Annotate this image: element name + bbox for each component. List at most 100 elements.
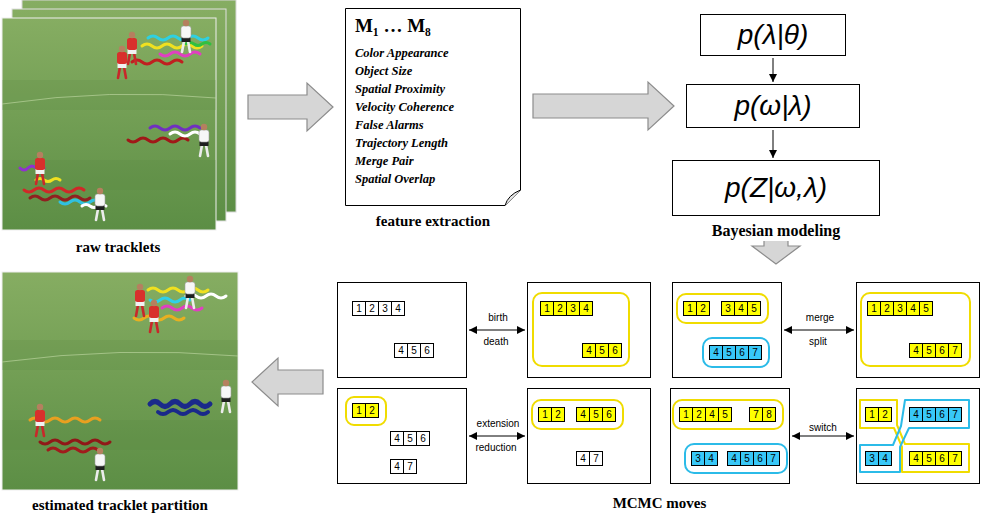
tracklet-cell: 4 [390,431,404,446]
feature-item: Object Size [355,62,412,80]
partition-outline [677,294,768,323]
raw-tracklet-frames [2,80,216,110]
caption: raw tracklets [76,238,161,256]
tracklet-number: 7 [949,452,961,465]
raw-tracklets [60,200,100,204]
tracklet-cell: 5 [595,343,609,358]
tracklet-number: 4 [710,346,722,359]
tracklet-number: 1 [353,302,365,315]
tracklet-number: 2 [697,302,709,315]
document-heading: M₁ … M₈ [355,14,431,38]
connector-arrow [469,436,525,437]
tracklet-number: 6 [936,408,948,421]
caption: estimated tracklet partition [32,496,208,514]
estimated-tracklets [148,288,208,292]
players [135,284,145,316]
move-state-box: 1245647 [337,388,467,484]
tracklet-cell: 7 [403,459,417,474]
raw-tracklets [148,36,208,40]
field-image: raw tracklets [0,0,236,232]
feature-item: False Alarms [355,116,424,134]
tracklet-number: 4 [706,408,718,421]
move-state-box: 124567344567 [856,388,980,484]
tracklet-cell: 7 [749,407,763,422]
feature-item: Trajectory Length [355,134,448,152]
move-label-holder: merge split [804,306,834,354]
tracklet-cell: 6 [935,407,949,422]
tracklet-number: 7 [590,452,602,465]
tracklet-number: 7 [749,346,761,359]
players [149,300,159,332]
tracklet-number: 3 [722,302,734,315]
section-caption: Bayesian modeling [708,221,844,241]
tracklet-number: 5 [408,344,420,357]
raw-tracklets [150,126,200,130]
block-arrow [248,83,333,131]
mcmc-moves-area: MCMC moves123445612344561234545671234545… [335,276,984,488]
feature-item: Spatial Overlap [355,170,435,188]
partition-outline [533,293,629,366]
tracklet-cell: 2 [553,301,567,316]
tracklet-cell: 7 [748,345,762,360]
tracklet-number: 3 [894,302,906,315]
tracklet-cell: 4 [579,301,593,316]
feature-item: Merge Pair [355,152,414,170]
tracklet-cell: 6 [608,343,622,358]
tracklet-number: 4 [879,452,891,465]
tracklet-cell: 4 [576,407,590,422]
move-state-box: 1234456 [527,282,651,378]
tracklet-number: 5 [741,452,753,465]
field-image: estimated tracklet partition [0,272,240,490]
tracklet-cell: 5 [747,301,761,316]
caption: MCMC moves [613,494,707,512]
tracklet-cell: 2 [365,301,379,316]
estimated-partition-frame [2,340,238,370]
tracklet-cell: 4 [727,451,741,466]
connector-arrow [773,58,774,82]
raw-tracklets [30,196,90,200]
players [35,276,231,480]
tracklet-cell: 4 [709,345,723,360]
tracklet-cell: 4 [582,343,596,358]
move-state-box: 124578344567 [670,388,790,484]
block-arrow [533,82,674,130]
tracklet-cell: 4 [391,301,405,316]
tracklet-number: 6 [736,346,748,359]
tracklet-cell: 1 [352,301,366,316]
partition-outline [346,293,970,473]
tracklet-cell: 5 [922,407,936,422]
tracklet-cell: 2 [880,301,894,316]
feature-item: Color Appearance [355,44,449,62]
tracklet-cell: 4 [909,407,923,422]
estimated-tracklets [158,410,208,414]
tracklet-number: 8 [763,408,775,421]
tracklet-cell: 5 [718,407,732,422]
partition-outline [673,400,787,473]
tracklet-number: 3 [379,302,391,315]
caption: feature extraction [376,212,490,230]
tracklet-number: 1 [868,302,880,315]
tracklet-cell: 6 [735,345,749,360]
players [199,124,209,156]
feature-item: Spatial Proximity [355,80,445,98]
tracklet-number: 4 [907,302,919,315]
tracklet-cell: 1 [683,301,697,316]
players [181,20,191,52]
block-arrow [252,358,323,406]
tracklet-cell: 6 [753,451,767,466]
tracklet-cell: 3 [893,301,907,316]
tracklet-number: 2 [366,302,378,315]
tracklet-cell: 5 [407,343,421,358]
partition-outline [673,400,783,429]
probability-box: p(Z|ω,λ) [672,160,880,216]
estimated-tracklets [48,448,98,452]
raw-tracklets [160,52,200,56]
estimated-tracklets [150,402,210,407]
tracklet-cell: 4 [390,459,404,474]
players [117,46,127,78]
partition-outline [860,400,969,472]
tracklet-number: 7 [767,452,779,465]
tracklet-number: 6 [421,344,433,357]
tracklet-number: 2 [881,302,893,315]
